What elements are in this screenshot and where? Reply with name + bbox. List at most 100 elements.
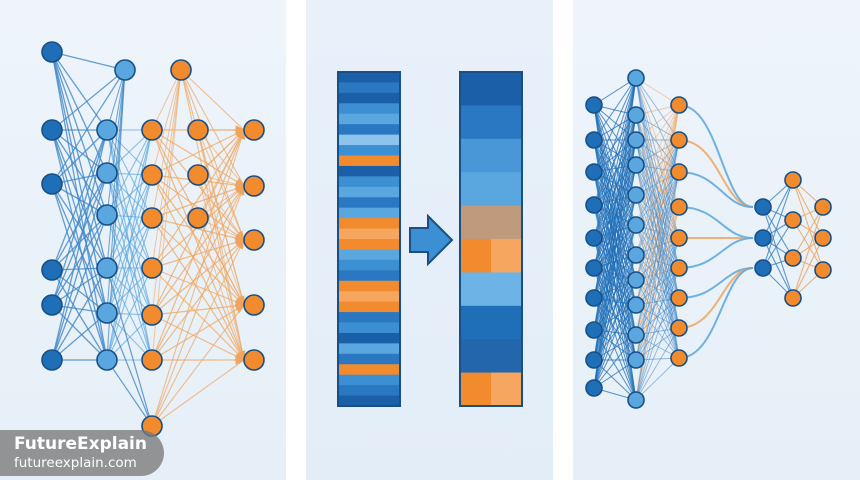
edge-blue <box>593 267 637 361</box>
small-hidden-node <box>784 249 802 267</box>
hidden-node <box>627 156 645 174</box>
weights-bar-left-border <box>337 71 401 407</box>
small-output-node <box>814 198 832 216</box>
edge-orange <box>792 219 824 271</box>
edge-mixed <box>635 104 680 401</box>
weight-stripe <box>339 332 399 344</box>
right-network-diagram <box>585 69 832 409</box>
edge-orange <box>197 174 245 361</box>
middle-quantization-panel <box>306 0 553 480</box>
left-network-panel <box>0 0 286 480</box>
input-node <box>41 173 63 195</box>
top-node-orange <box>170 59 192 81</box>
edge-mixed <box>635 267 680 361</box>
edge-blue <box>51 51 108 131</box>
hidden-node <box>627 326 645 344</box>
input-node <box>585 379 603 397</box>
output-node <box>243 175 265 197</box>
hidden-node <box>627 391 645 409</box>
weight-stripe <box>339 103 399 115</box>
edge-orange <box>792 206 824 259</box>
hidden-node <box>627 216 645 234</box>
weight-stripe <box>339 239 399 250</box>
edge-light-blue <box>106 174 153 361</box>
edge-blue <box>593 77 637 389</box>
edge-light-blue <box>106 129 153 216</box>
edge-blue <box>51 214 108 361</box>
edge-blue <box>593 104 637 226</box>
edge-blue <box>762 179 794 269</box>
edge-blue <box>593 77 637 206</box>
weight-stripe <box>339 374 399 386</box>
weight-stripe <box>339 186 399 198</box>
edge-blue <box>51 69 126 131</box>
weight-stripe <box>339 176 399 188</box>
quantized-block <box>460 138 522 173</box>
input-node <box>585 163 603 181</box>
edge-mixed <box>635 297 680 401</box>
watermark-brand: FutureExplain <box>14 434 147 454</box>
edge-mixed <box>635 164 680 239</box>
edge-orange <box>151 69 182 219</box>
edge-blue <box>106 69 126 174</box>
small-input-node <box>754 259 772 277</box>
hidden-node <box>96 162 118 184</box>
output-node <box>243 349 265 371</box>
hidden-node <box>627 351 645 369</box>
edge-blue <box>51 69 126 185</box>
output-node <box>670 289 688 307</box>
edge-blue <box>51 183 108 269</box>
weight-stripe <box>339 197 399 209</box>
edge-orange <box>197 129 245 187</box>
input-node <box>585 131 603 149</box>
edge-blue <box>593 164 637 389</box>
curved-connection <box>678 171 754 208</box>
edge-blue <box>762 237 794 299</box>
input-node <box>41 259 63 281</box>
edge-blue <box>51 51 108 269</box>
watermark-url: futureexplain.com <box>14 455 137 471</box>
edge-mixed <box>635 206 680 281</box>
edge-blue <box>593 139 637 256</box>
edge-mixed <box>635 139 680 256</box>
output-node <box>670 96 688 114</box>
weight-stripe <box>339 322 399 334</box>
curved-connection <box>678 104 754 208</box>
edge-blue <box>51 304 108 361</box>
output-node <box>243 294 265 316</box>
edge-orange <box>151 129 245 427</box>
weight-stripe <box>339 82 399 94</box>
edge-blue <box>51 312 108 361</box>
edge-light-blue <box>106 217 153 361</box>
edge-mixed <box>635 104 680 196</box>
edge-mixed <box>635 139 680 239</box>
edge-orange <box>151 69 182 269</box>
small-hidden-node <box>784 211 802 229</box>
hidden-node <box>96 257 118 279</box>
edge-orange <box>792 179 824 239</box>
edge-blue <box>593 279 637 389</box>
weight-stripe <box>339 134 399 146</box>
quantized-block <box>460 205 522 240</box>
weight-stripe <box>339 385 399 397</box>
edge-blue <box>593 304 637 389</box>
edge-orange <box>151 185 245 427</box>
edge-mixed <box>635 327 680 401</box>
edge-mixed <box>635 194 680 239</box>
output-node <box>243 119 265 141</box>
right-network-panel <box>573 0 860 480</box>
hidden-node <box>627 186 645 204</box>
edge-blue <box>51 172 108 271</box>
weight-stripe <box>339 259 399 271</box>
edge-blue <box>762 179 794 239</box>
input-node <box>41 349 63 371</box>
edge-orange <box>792 206 824 299</box>
output-node <box>670 349 688 367</box>
edge-blue <box>593 139 637 226</box>
hidden-node-orange <box>141 257 163 279</box>
hidden-node-orange <box>141 207 163 229</box>
edge-blue <box>51 51 108 216</box>
input-node <box>585 289 603 307</box>
edge-blue <box>51 183 108 314</box>
weight-stripe <box>339 165 399 177</box>
